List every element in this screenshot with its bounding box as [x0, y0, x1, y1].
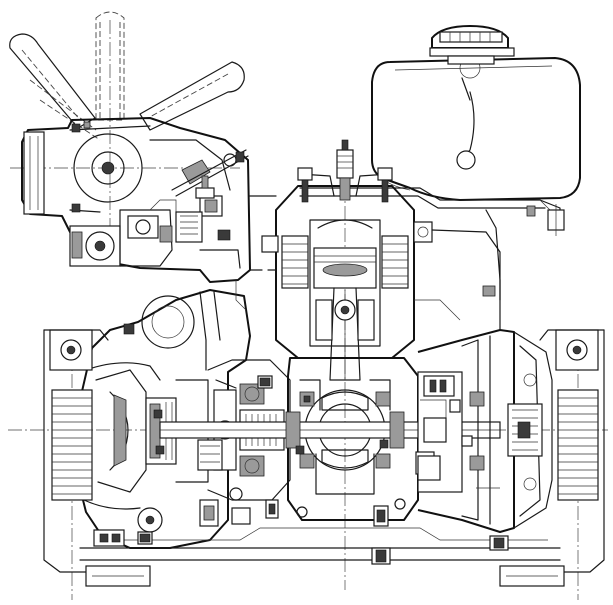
center-lines — [8, 20, 608, 600]
bottom-fasteners — [93, 499, 509, 565]
fuel-cap — [429, 25, 515, 65]
left-rubber-foot-grip — [52, 397, 92, 495]
priming-valve-cluster — [69, 175, 241, 269]
crankcase — [159, 357, 501, 521]
suction-inlet — [21, 117, 251, 283]
frame-stand — [43, 329, 605, 587]
right-rubber-foot-grip — [558, 397, 598, 495]
spark-plug — [336, 139, 354, 201]
engine-cylinder — [261, 139, 501, 381]
handle-lever — [9, 11, 245, 141]
linkages — [199, 195, 500, 518]
cooling-fins — [281, 235, 409, 289]
